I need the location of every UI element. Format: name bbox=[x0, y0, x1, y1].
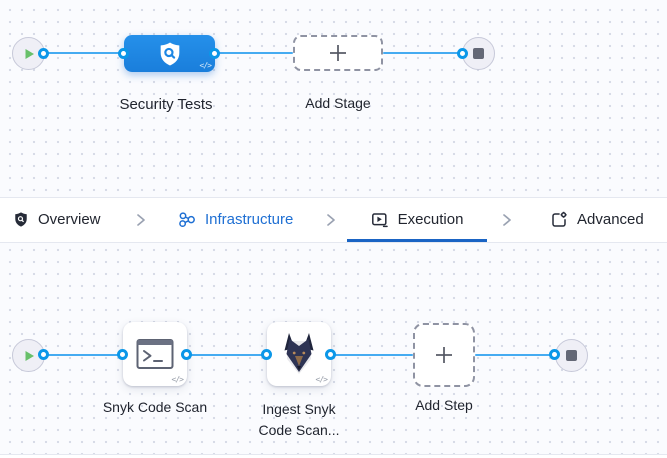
stage-label: Security Tests bbox=[119, 96, 213, 113]
edge-stage-to-addstage bbox=[215, 52, 293, 54]
tab-advanced[interactable]: Advanced bbox=[550, 198, 644, 241]
add-step-button[interactable] bbox=[413, 323, 475, 387]
edge-step2-to-addstep bbox=[331, 354, 413, 356]
stop-icon bbox=[473, 48, 484, 59]
step-node-snyk-code-scan[interactable]: </> bbox=[123, 322, 187, 386]
chevron-right-icon bbox=[326, 198, 336, 241]
port bbox=[457, 48, 468, 59]
step-label: Ingest Snyk Code Scan... bbox=[229, 399, 369, 441]
edge-addstep-to-end bbox=[475, 354, 556, 356]
shield-search-icon bbox=[157, 41, 183, 67]
tab-overview[interactable]: Overview bbox=[13, 198, 101, 241]
stage-node-security-tests[interactable]: </> bbox=[124, 35, 215, 72]
snyk-dog-icon bbox=[281, 333, 317, 375]
tab-label: Advanced bbox=[577, 211, 644, 228]
port bbox=[181, 349, 192, 360]
edge-step1-to-step2 bbox=[187, 354, 267, 356]
port bbox=[261, 349, 272, 360]
stop-icon bbox=[566, 350, 577, 361]
edge-start-to-stage bbox=[44, 52, 124, 54]
tab-infrastructure[interactable]: Infrastructure bbox=[178, 198, 293, 241]
plus-icon bbox=[328, 43, 348, 63]
port bbox=[38, 48, 49, 59]
step-label: Snyk Code Scan bbox=[102, 399, 208, 415]
play-icon bbox=[23, 350, 35, 362]
chevron-right-icon bbox=[502, 198, 512, 241]
port bbox=[549, 349, 560, 360]
infrastructure-icon bbox=[178, 211, 196, 229]
step-node-ingest-snyk[interactable]: </> bbox=[267, 322, 331, 386]
add-stage-button[interactable] bbox=[293, 35, 383, 71]
advanced-icon bbox=[550, 211, 568, 229]
play-icon bbox=[23, 48, 35, 60]
tab-execution[interactable]: Execution bbox=[347, 198, 487, 241]
step-label-line: Code Scan... bbox=[258, 422, 340, 438]
port bbox=[209, 48, 220, 59]
chevron-right-icon bbox=[136, 198, 146, 241]
shield-icon bbox=[13, 211, 29, 228]
port bbox=[38, 349, 49, 360]
execution-icon bbox=[371, 211, 389, 229]
terminal-icon bbox=[136, 338, 174, 370]
port bbox=[117, 349, 128, 360]
code-glyph: </> bbox=[171, 375, 184, 384]
step-label-line: Ingest Snyk bbox=[262, 401, 336, 417]
canvas-bottom-divider bbox=[0, 454, 667, 458]
code-glyph: </> bbox=[199, 61, 212, 70]
port bbox=[325, 349, 336, 360]
edge-start-to-step1 bbox=[44, 354, 123, 356]
stage-tabbar: Overview Infrastructure Execution bbox=[0, 197, 667, 243]
add-stage-label: Add Stage bbox=[305, 95, 371, 111]
port bbox=[118, 48, 129, 59]
plus-icon bbox=[433, 344, 455, 366]
tab-label: Infrastructure bbox=[205, 211, 294, 228]
add-step-label: Add Step bbox=[415, 397, 473, 413]
code-glyph: </> bbox=[315, 375, 328, 384]
tab-label: Overview bbox=[38, 211, 101, 228]
edge-addstage-to-end bbox=[383, 52, 463, 54]
execution-end-node bbox=[555, 339, 588, 372]
active-tab-underline bbox=[347, 239, 487, 242]
tab-label: Execution bbox=[397, 211, 464, 228]
